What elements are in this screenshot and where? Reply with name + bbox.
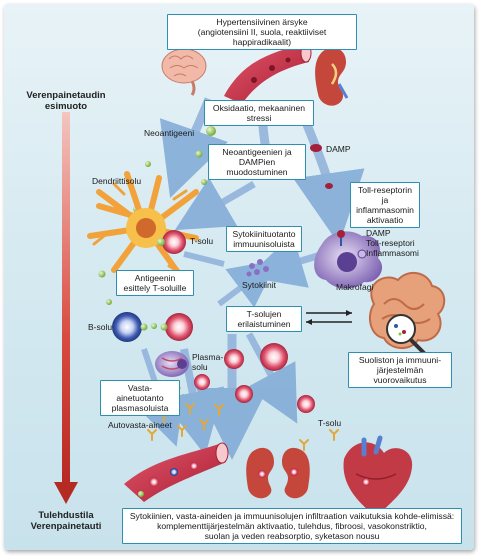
t-cell-center [160, 313, 193, 341]
t-cell-diff-cells [194, 343, 315, 413]
tcell-diff-line2: erilaistuminen [237, 319, 291, 329]
effects-box: Sytokiinien, vasta-aineiden ja immuuniso… [122, 508, 462, 544]
side-label-bottom-line2: Verenpainetauti [30, 521, 102, 532]
oxidation-box: Oksidaatio, mekaaninen stressi [204, 100, 314, 126]
inflammasome-label: Inflammasomi [366, 248, 419, 258]
antigen-presentation-line2: esittely T-soluille [123, 283, 187, 293]
intestine-icon [368, 271, 446, 356]
neoantigen-formation-line1: Neoantigeenien ja [222, 147, 292, 157]
antibody-production-box: Vasta-ainetuotanto plasmasoluista [100, 380, 180, 416]
cytokine-production-box: Sytokiinituotanto immuunisoluista [226, 226, 302, 252]
antigen-presentation-box: Antigeenin esittely T-soluille [116, 270, 194, 296]
side-label-top: Verenpainetaudin esimuoto [16, 90, 116, 112]
macrophage [314, 230, 383, 289]
cytokine-production-line1: Sytokiinituotanto [232, 229, 296, 239]
diagram-graphics [54, 43, 446, 517]
t-cell-differentiation-box: T-solujen erilaistuminen [226, 306, 302, 332]
macrophage-label: Makrofagi [336, 282, 374, 292]
cytokine-cluster [246, 259, 269, 277]
plasma-cell-label: Plasma- solu [192, 352, 223, 372]
cytokines-label: Sytokiinit [242, 280, 277, 290]
stimulus-line2: (angiotensiini II, suola, reaktiiviset h… [197, 27, 327, 47]
brain-icon [161, 48, 207, 96]
stimulus-box: Hypertensiivinen ärsyke (angiotensiini I… [167, 14, 357, 50]
plasma-line2: solu [192, 362, 208, 372]
interaction-arrows [306, 310, 352, 325]
dendritic-cell-label: Dendriittisolu [92, 176, 142, 186]
gut-line1: Suoliston ja immuuni- [358, 355, 442, 365]
antibody-production-line1: Vasta-ainetuotanto [116, 383, 164, 403]
kidney-icon [315, 47, 349, 106]
gut-line2: järjestelmän vuorovaikutus [373, 365, 427, 385]
progression-arrow [54, 112, 78, 504]
diagram-frame: Verenpainetaudin esimuoto Tulehdustila V… [4, 4, 474, 550]
stimulus-line1: Hypertensiivinen ärsyke [216, 17, 308, 27]
kidneys-icon [246, 447, 310, 499]
side-label-top-line1: Verenpainetaudin [26, 90, 106, 101]
effects-line2: komplementtijärjestelmän aktivaatio, tul… [157, 521, 427, 531]
toll-receptor-label: Toll-reseptori [366, 238, 415, 248]
t-cell-label: T-solu [190, 236, 214, 246]
effects-line3: suolan ja veden reabsorptio, syketason n… [204, 531, 380, 541]
blood-vessel-icon [224, 43, 312, 104]
t-cell-lower-label: T-solu [318, 418, 342, 428]
oxidation-text: Oksidaatio, mekaaninen stressi [212, 103, 306, 123]
toll-line2: inflammasomin [356, 205, 414, 215]
b-cell [112, 312, 148, 342]
t-cell-upper [157, 230, 186, 254]
antibody-production-line2: plasmasoluista [111, 403, 169, 413]
cytokine-production-line2: immuunisoluista [233, 239, 295, 249]
gut-interaction-box: Suoliston ja immuuni- järjestelmän vuoro… [348, 352, 452, 388]
toll-line3: aktivaatio [366, 215, 404, 225]
inflamed-vessel [124, 442, 229, 502]
side-label-bottom: Tulehdustila Verenpainetauti [14, 510, 118, 532]
effects-line1: Sytokiinien, vasta-aineiden ja immuuniso… [129, 511, 455, 521]
side-label-bottom-line1: Tulehdustila [38, 510, 94, 521]
damp-legend-label: DAMP [366, 228, 391, 238]
antigen-presentation-line1: Antigeenin [134, 273, 176, 283]
tcell-diff-line1: T-solujen [246, 309, 282, 319]
heart-icon [343, 435, 413, 517]
dendritic-cell [87, 171, 199, 277]
autoantibodies-label: Autovasta-aineet [108, 420, 172, 430]
neoantigen-formation-box: Neoantigeenien ja DAMPien muodostuminen [208, 144, 306, 180]
side-label-top-line2: esimuoto [44, 101, 88, 112]
neoantigen-label: Neoantigeeni [144, 128, 195, 138]
b-cell-label: B-solu [88, 322, 113, 332]
toll-line1: Toll-reseptorin ja [358, 185, 412, 205]
damp-label: DAMP [326, 144, 351, 154]
toll-activation-box: Toll-reseptorin ja inflammasomin aktivaa… [350, 182, 420, 228]
plasma-line1: Plasma- [192, 352, 224, 362]
plasma-cell [155, 351, 189, 377]
neoantigen-formation-line2: DAMPien muodostuminen [226, 157, 288, 177]
